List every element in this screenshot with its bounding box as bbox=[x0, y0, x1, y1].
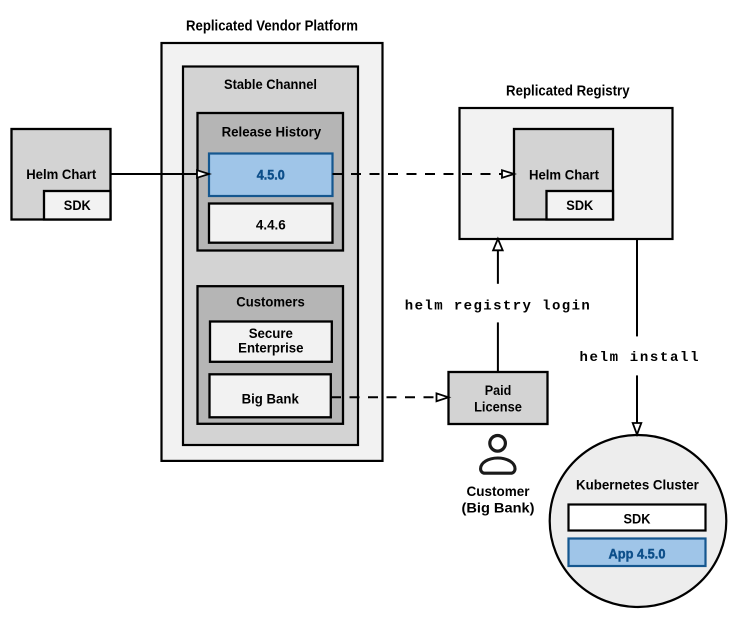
svg-text:Secure: Secure bbox=[249, 326, 294, 341]
svg-text:App 4.5.0: App 4.5.0 bbox=[609, 547, 666, 562]
svg-text:Enterprise: Enterprise bbox=[238, 340, 304, 355]
svg-text:SDK: SDK bbox=[566, 198, 593, 213]
svg-text:Customers: Customers bbox=[236, 295, 305, 310]
svg-text:Release History: Release History bbox=[222, 125, 322, 140]
svg-text:Replicated Registry: Replicated Registry bbox=[506, 82, 630, 99]
svg-text:SDK: SDK bbox=[624, 512, 651, 527]
svg-text:Paid: Paid bbox=[485, 383, 512, 398]
svg-text:SDK: SDK bbox=[64, 198, 91, 213]
svg-text:helm install: helm install bbox=[580, 350, 699, 366]
svg-text:Big Bank: Big Bank bbox=[242, 392, 300, 407]
svg-text:helm registry login: helm registry login bbox=[405, 298, 590, 314]
svg-text:4.4.6: 4.4.6 bbox=[256, 218, 286, 233]
svg-text:Kubernetes Cluster: Kubernetes Cluster bbox=[576, 478, 700, 493]
svg-text:Helm Chart: Helm Chart bbox=[26, 167, 96, 182]
svg-text:(Big Bank): (Big Bank) bbox=[462, 501, 535, 516]
svg-text:Helm Chart: Helm Chart bbox=[529, 168, 599, 183]
svg-text:Replicated Vendor Platform: Replicated Vendor Platform bbox=[186, 18, 358, 35]
svg-text:License: License bbox=[474, 399, 522, 414]
svg-text:Customer: Customer bbox=[467, 484, 531, 499]
svg-text:4.5.0: 4.5.0 bbox=[257, 168, 285, 183]
svg-text:Stable Channel: Stable Channel bbox=[224, 77, 317, 92]
